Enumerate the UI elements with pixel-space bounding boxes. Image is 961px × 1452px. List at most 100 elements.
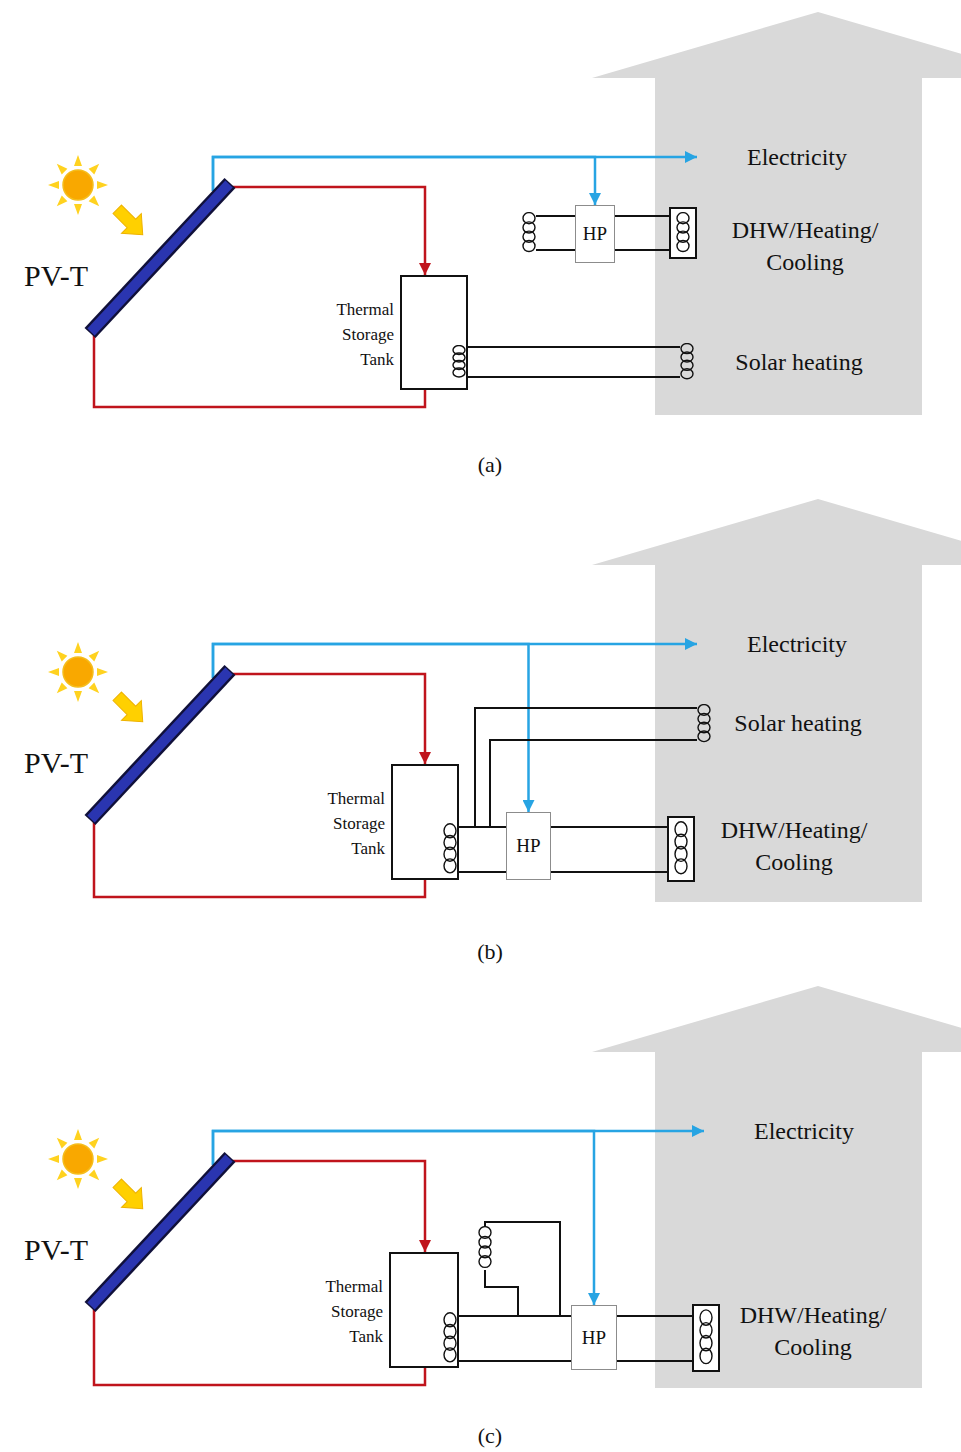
- hp-label: HP: [583, 223, 607, 245]
- coil-symbol: [677, 213, 689, 252]
- pipe-connector-path: [459, 1360, 571, 1362]
- radiation-arrow: [107, 1173, 152, 1218]
- hot-water-loop: [233, 187, 425, 275]
- panel-label: PV-T: [24, 259, 88, 293]
- pipe-connector: [551, 827, 669, 872]
- hot-water-loop-path: [233, 187, 425, 275]
- coil-symbol: [698, 705, 710, 742]
- node-text: Electricity: [697, 141, 897, 173]
- coil-symbol: [523, 213, 535, 252]
- pipe-connector-path: [459, 1315, 571, 1317]
- pipe-connector: [468, 347, 680, 377]
- house-shape: [592, 12, 961, 415]
- coil-box: [693, 1305, 719, 1371]
- pipe-connector-path: [468, 376, 680, 378]
- panel-frame: [90, 1157, 230, 1307]
- coil-symbol: [675, 822, 687, 874]
- coil-box: [668, 817, 694, 881]
- electricity-line-path: [213, 644, 529, 812]
- pipe-connector-path: [551, 871, 669, 873]
- panel-label: (c): [478, 1422, 502, 1450]
- text-node: DHW/Heating/ Cooling: [718, 214, 893, 278]
- tank-label: Thermal Storage Tank: [303, 1274, 383, 1349]
- pipe-connector-path: [615, 249, 670, 251]
- storage-tank: Thermal Storage Tank: [400, 275, 468, 390]
- panel-graphic: [88, 181, 232, 335]
- electricity-line: [213, 1131, 594, 1305]
- node-text: Electricity: [697, 628, 897, 660]
- pipe-connector-path: [459, 708, 697, 827]
- panel-label: (b): [477, 938, 503, 966]
- node-text: DHW/Heating/ Cooling: [726, 1299, 901, 1363]
- pipe-connector-path: [551, 826, 669, 828]
- coil-symbol: [453, 346, 465, 378]
- electricity-line: [213, 644, 529, 812]
- electricity-line-path: [213, 1131, 594, 1305]
- hp-label: HP: [582, 1327, 606, 1349]
- heat-pump-box: HP: [506, 812, 551, 880]
- pipe-connector-path: [468, 346, 680, 348]
- hot-water-loop: [233, 1161, 425, 1252]
- panel-frame: [90, 183, 230, 333]
- node-text: Solar heating: [713, 707, 883, 739]
- panel-surface: [91, 184, 229, 332]
- outdoor-pipe: [536, 216, 575, 250]
- pipe-connector: [459, 827, 506, 872]
- hot-water-loop-path: [233, 1161, 425, 1252]
- node-text: Electricity: [704, 1115, 904, 1147]
- electricity-line-path: [213, 157, 595, 205]
- panel-graphic: [88, 1155, 232, 1309]
- panel-label: PV-T: [24, 1233, 88, 1267]
- sun-symbol: [48, 1129, 108, 1189]
- pipe-connector: [459, 708, 697, 827]
- coil-symbol: [444, 1313, 456, 1362]
- panel-label: (a): [478, 451, 502, 479]
- text-node: Electricity: [697, 628, 897, 660]
- pipe-connector-path: [615, 215, 670, 217]
- text-node: DHW/Heating/ Cooling: [707, 814, 882, 878]
- node-text: DHW/Heating/ Cooling: [707, 814, 882, 878]
- coil-box: [670, 208, 696, 258]
- sun-symbol: [48, 642, 108, 702]
- hp-label: HP: [516, 835, 540, 857]
- hot-water-loop-path: [233, 674, 425, 764]
- pv-t-panel: PV-T: [88, 1155, 232, 1309]
- text-node: Solar heating: [713, 707, 883, 739]
- sun-symbol: [48, 155, 108, 215]
- house-shape: [592, 986, 961, 1388]
- panel-frame: [90, 670, 230, 820]
- heat-loop-pipe: [485, 1222, 560, 1316]
- pv-t-panel: PV-T: [88, 181, 232, 335]
- coil-symbol: [479, 1227, 491, 1268]
- house-shape: [592, 499, 961, 902]
- electricity-line: [213, 157, 595, 205]
- panel-graphic: [88, 668, 232, 822]
- hot-water-loop: [233, 674, 425, 764]
- pipe-connector: [615, 216, 670, 250]
- text-node: DHW/Heating/ Cooling: [726, 1299, 901, 1363]
- text-node: Solar heating: [714, 346, 884, 378]
- text-node: Electricity: [697, 141, 897, 173]
- heat-pump-box: HP: [571, 1305, 617, 1370]
- panel-label: PV-T: [24, 746, 88, 780]
- radiation-arrow: [107, 686, 152, 731]
- pv-t-panel: PV-T: [88, 668, 232, 822]
- pipe-connector: [617, 1316, 694, 1361]
- coil-symbol: [700, 1310, 712, 1364]
- tank-label: Thermal Storage Tank: [314, 297, 394, 372]
- pipe-connector: [459, 1316, 571, 1361]
- coil-symbol: [681, 344, 693, 379]
- radiation-arrow: [107, 199, 152, 244]
- panel-surface: [91, 671, 229, 819]
- panel-surface: [91, 1158, 229, 1306]
- text-node: Electricity: [704, 1115, 904, 1147]
- storage-tank: Thermal Storage Tank: [389, 1252, 459, 1368]
- storage-tank: Thermal Storage Tank: [391, 764, 459, 880]
- heat-pump-box: HP: [575, 205, 615, 263]
- pipe-connector-path: [617, 1315, 694, 1317]
- pipe-connector-path: [617, 1360, 694, 1362]
- node-text: Solar heating: [714, 346, 884, 378]
- pipe-connector-path: [459, 871, 506, 873]
